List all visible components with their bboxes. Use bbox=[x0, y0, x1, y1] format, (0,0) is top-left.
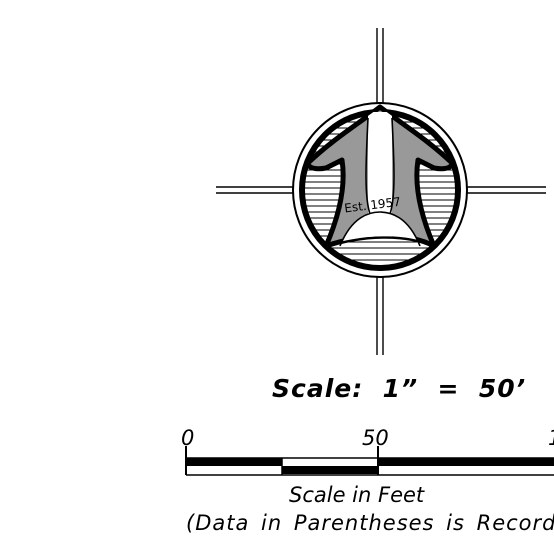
scale-bar-segment-2 bbox=[282, 466, 378, 474]
scale-bar-segment-3 bbox=[378, 458, 554, 466]
scale-title: Scale: 1” = 50’ bbox=[272, 374, 527, 403]
scale-units-label: Scale in Feet bbox=[289, 483, 425, 507]
scale-tick-label-0: 0 bbox=[181, 426, 195, 450]
scale-bar bbox=[185, 446, 554, 476]
scale-bar-segment-1 bbox=[186, 458, 282, 466]
north-arrow-logo: Est. 1957 bbox=[305, 104, 455, 249]
record-data-note: (Data in Parentheses is Record bbox=[186, 511, 554, 535]
scale-tick-label-50: 50 bbox=[362, 426, 389, 450]
crosshair-lines bbox=[216, 28, 546, 355]
scale-tick-label-100: 1 bbox=[548, 426, 554, 450]
logo-est-text: Est. 1957 bbox=[344, 195, 402, 216]
